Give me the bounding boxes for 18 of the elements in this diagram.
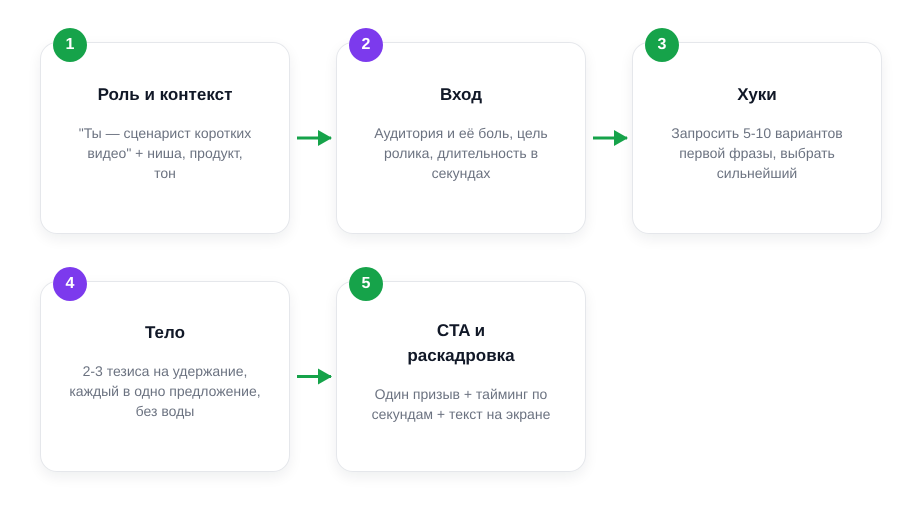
step-title: CTA и раскадровка [406,320,516,366]
arrow [593,130,628,146]
step-description: Один призыв + тайминг по секундам + текст на экране [370,384,552,424]
step-title: Хуки [737,84,777,106]
step-description: 2-3 тезиса на удержание, каждый в одно предложение, без воды [68,362,262,421]
arrow [297,368,332,384]
step-number-badge: 1 [53,28,87,62]
arrow [297,130,332,146]
step-description: Запросить 5-10 вариантов первой фразы, выбрать сильнейший [670,124,844,182]
step-number-badge: 3 [645,28,679,62]
step-number-badge: 2 [349,28,383,62]
step-description: Аудитория и её боль, цель ролика, длительность в секундах [373,124,549,182]
step-description: "Ты — сценарист коротких видео" + ниша, продукт, тон [78,124,252,182]
step-title: Тело [145,322,185,344]
step-title: Вход [440,84,482,106]
step-number-badge: 4 [53,267,87,301]
step-number-badge: 5 [349,267,383,301]
step-title: Роль и контекст [98,84,232,106]
